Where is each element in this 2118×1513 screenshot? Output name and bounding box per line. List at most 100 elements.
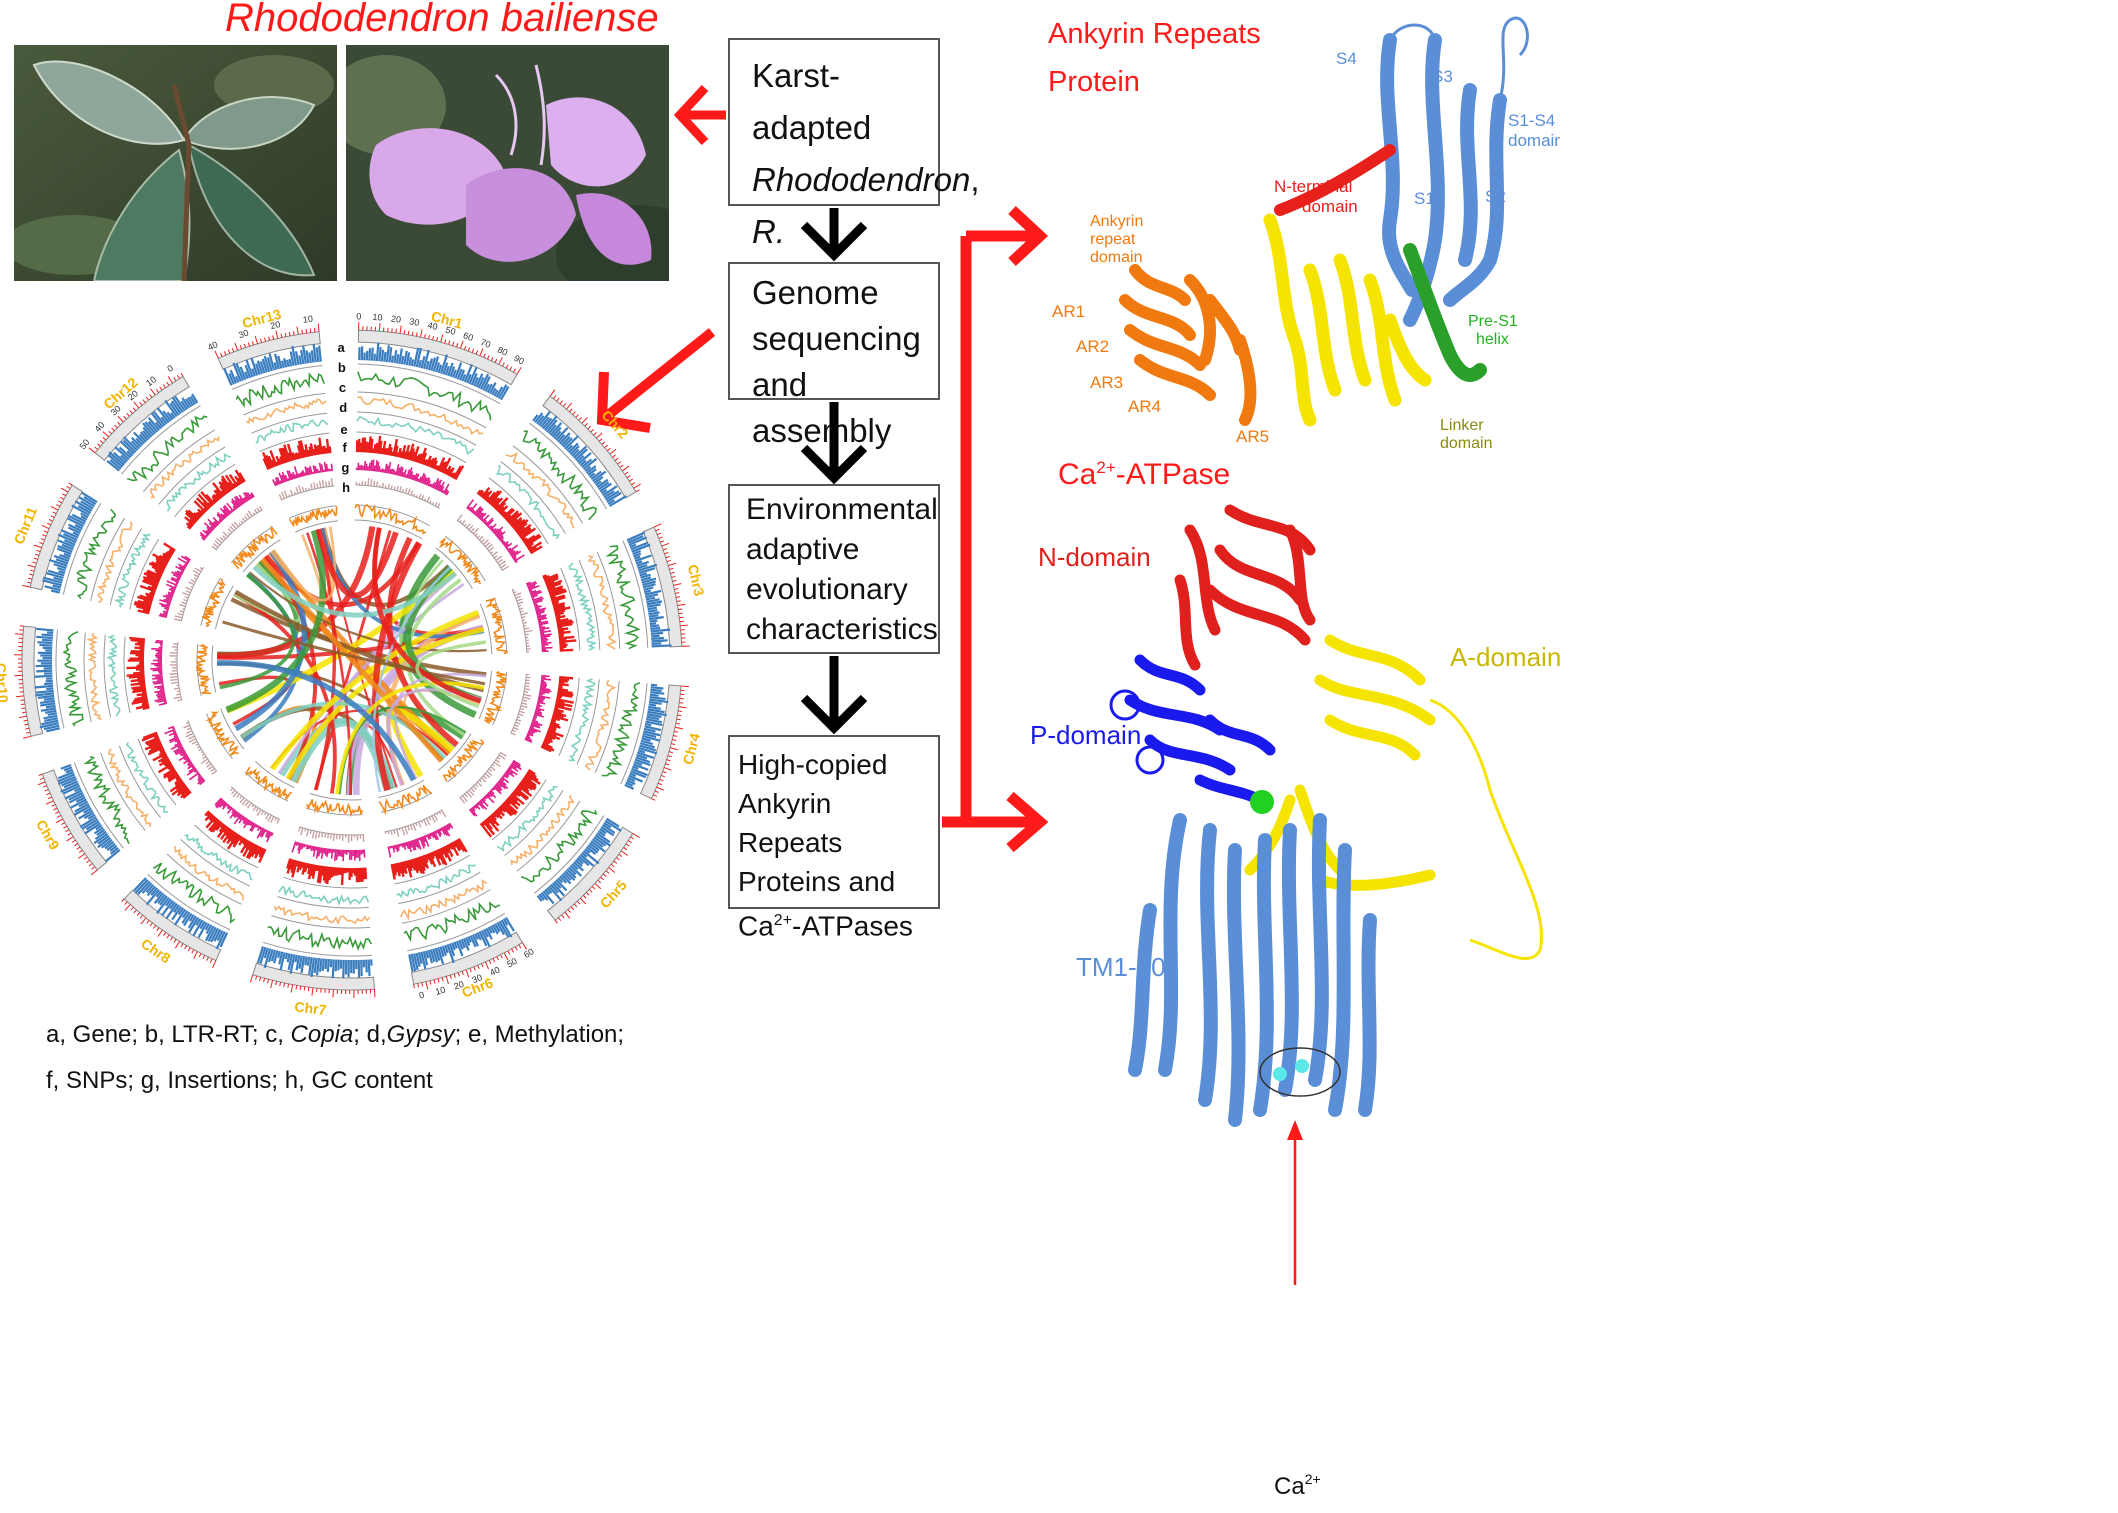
snp-bar [495, 783, 503, 791]
tick-mark [452, 341, 455, 346]
gene-bar [74, 787, 82, 793]
methylation-bar [482, 491, 490, 500]
tick-mark [633, 483, 641, 489]
snp-bar [422, 476, 427, 485]
gene-bar [400, 355, 405, 365]
chr1-tick-label: 90 [512, 353, 526, 367]
methylation-bar [507, 796, 517, 806]
tick-mark [301, 329, 303, 334]
copia-track [97, 521, 133, 604]
snp-bar [399, 843, 402, 847]
gene-bar [300, 955, 306, 974]
gene-bar [235, 375, 240, 383]
gene-bar [78, 809, 94, 820]
snp-bar [243, 496, 249, 502]
gene-bar [53, 554, 70, 563]
gene-bar [46, 727, 61, 733]
methylation-bar [512, 519, 526, 531]
methylation-bar [238, 837, 245, 846]
tick-mark [114, 424, 118, 429]
snp-bar [428, 483, 432, 487]
methylation-bar [321, 865, 326, 876]
synteny-link [315, 528, 399, 599]
gene-bar [235, 362, 245, 381]
gene-bar [440, 354, 448, 374]
tick-mark [167, 376, 173, 384]
tick-mark [593, 432, 597, 436]
gene-bar [45, 704, 56, 709]
insertion-bar [240, 520, 244, 524]
gene-bar [44, 717, 58, 723]
snp-bar [315, 846, 320, 859]
snp-bar [319, 847, 323, 854]
snp-bar [187, 762, 194, 767]
gene-bar [480, 929, 491, 948]
methylation-bar [551, 599, 560, 605]
gene-bar [68, 794, 85, 804]
track-base [511, 589, 528, 653]
track-base [354, 519, 423, 540]
tick-mark [505, 364, 509, 369]
snp-bar [487, 525, 491, 528]
tick-mark [494, 358, 498, 363]
insertion-bar [493, 555, 498, 559]
gene-bar [600, 826, 615, 837]
insertion-bar [472, 527, 479, 535]
gene-bar [57, 544, 73, 553]
tick-mark [247, 342, 250, 347]
methylation-bar [309, 443, 315, 456]
tick-mark [55, 818, 64, 824]
methylation-bar [136, 605, 151, 611]
tick-mark [39, 777, 45, 780]
snp-bar [315, 846, 318, 851]
methylation-bar [557, 691, 574, 697]
methylation-bar [154, 568, 164, 575]
insertion-bar [256, 507, 260, 512]
snp-bar [430, 832, 435, 839]
insertion-bar [173, 687, 180, 690]
gene-bar [61, 543, 74, 551]
tick-mark [307, 987, 310, 992]
insertion-bar [186, 721, 189, 725]
insertion-bar [227, 532, 231, 536]
gene-bar [560, 435, 571, 447]
gene-bar [256, 360, 264, 375]
track-base [118, 745, 162, 819]
insertion-bar [429, 500, 432, 504]
gene-bar [581, 851, 588, 858]
gene-bar [289, 351, 295, 366]
methylation-bar [557, 627, 569, 632]
tick-mark [511, 948, 514, 953]
insertion-bar [474, 783, 479, 788]
label-ar4: AR4 [1128, 397, 1161, 416]
methylation-bar [439, 847, 445, 855]
gene-bar [133, 877, 147, 892]
gene-bar [68, 791, 84, 801]
gene-bar [74, 523, 83, 530]
snp-bar [408, 840, 413, 848]
tick-mark [61, 822, 66, 825]
flow-box-proteins: High-copied Ankyrin Repeats Proteins and… [728, 735, 940, 941]
insertion-bar [370, 479, 373, 487]
methylation-bar [548, 726, 557, 732]
gene-bar [142, 422, 155, 436]
snp-bar [404, 842, 407, 847]
insertion-bar [476, 535, 481, 539]
snp-bar [539, 627, 550, 631]
snp-bar [537, 615, 547, 620]
gypsy-track [106, 634, 121, 717]
gene-bar [57, 771, 75, 780]
gene-bar [219, 932, 229, 948]
synteny-link [305, 532, 352, 796]
snp-bar [320, 464, 324, 473]
gene-bar [422, 951, 429, 966]
snp-bar [260, 828, 267, 838]
tick-mark [270, 980, 274, 989]
track-base [398, 871, 481, 905]
snp-bar [151, 647, 163, 651]
methylation-bar [220, 475, 233, 491]
snp-bar [163, 700, 167, 704]
legend-segment-3: Gypsy [386, 1021, 455, 1048]
gene-bar [120, 454, 128, 463]
gene-bar [569, 445, 580, 456]
